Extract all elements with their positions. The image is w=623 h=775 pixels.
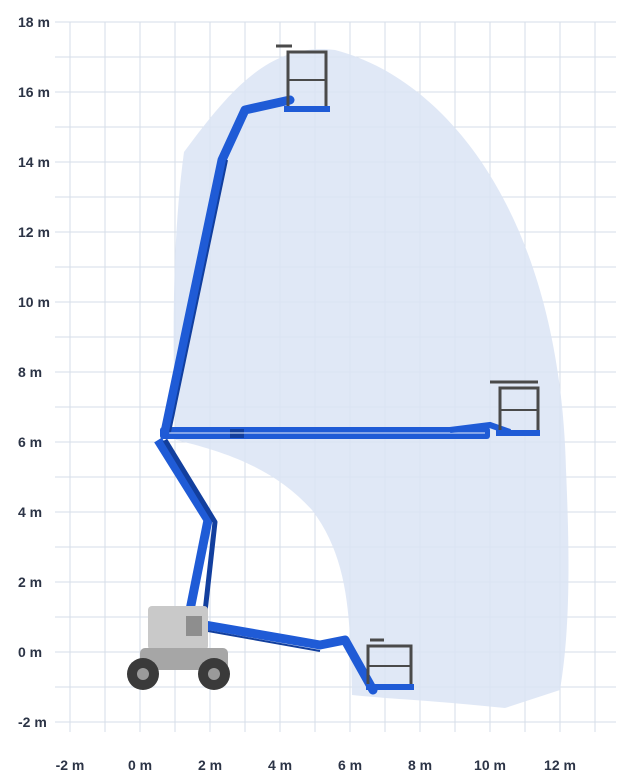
lift-below-grade <box>200 620 414 695</box>
y-tick-label: 12 m <box>18 224 50 240</box>
y-tick-label: 18 m <box>18 14 50 30</box>
chassis <box>127 606 230 690</box>
y-axis-labels: 18 m 16 m 14 m 12 m 10 m 8 m 6 m 4 m 2 m 0 m -2 m <box>18 14 50 730</box>
x-axis-labels: -2 m 0 m 2 m 4 m 6 m 8 m 10 m 12 m <box>56 757 576 773</box>
lift-max-outreach <box>154 380 540 613</box>
y-tick-label: 8 m <box>18 364 42 380</box>
upper-boom <box>160 95 295 437</box>
y-tick-label: 2 m <box>18 574 42 590</box>
riser-arm <box>154 437 213 611</box>
upper-boom-edge <box>169 159 228 433</box>
riser-arm-2 <box>162 438 218 613</box>
jib-link <box>449 421 511 435</box>
y-tick-label: 16 m <box>18 84 50 100</box>
platform-basket <box>276 44 330 112</box>
x-tick-label: 6 m <box>338 757 362 773</box>
lift-max-height <box>160 44 330 437</box>
jib-arm-edge <box>207 630 321 652</box>
y-tick-label: 6 m <box>18 434 42 450</box>
x-tick-label: -2 m <box>56 757 85 773</box>
hub-front <box>208 668 220 680</box>
y-tick-label: 14 m <box>18 154 50 170</box>
y-tick-label: 4 m <box>18 504 42 520</box>
x-tick-label: 8 m <box>408 757 432 773</box>
y-tick-label: 0 m <box>18 644 42 660</box>
jib-arm <box>200 620 378 695</box>
y-tick-label: 10 m <box>18 294 50 310</box>
x-tick-label: 0 m <box>128 757 152 773</box>
x-tick-label: 12 m <box>544 757 576 773</box>
hub-rear <box>137 668 149 680</box>
x-tick-label: 2 m <box>198 757 222 773</box>
platform-basket <box>366 638 414 690</box>
control-box <box>186 616 202 636</box>
x-tick-label: 10 m <box>474 757 506 773</box>
x-tick-label: 4 m <box>268 757 292 773</box>
y-tick-label: -2 m <box>18 714 47 730</box>
working-envelope <box>173 49 569 709</box>
platform-basket <box>490 380 540 436</box>
